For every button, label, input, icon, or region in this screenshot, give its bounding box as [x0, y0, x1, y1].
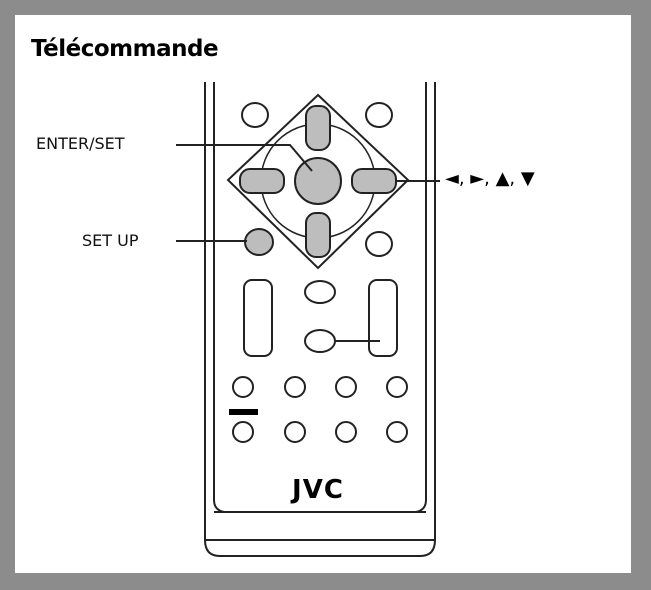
set-up-callout: SET UP [82, 231, 139, 250]
remote-inner-left-edge [213, 82, 225, 513]
enter-set-leader [176, 144, 313, 172]
brand-logo: JVC [290, 475, 344, 505]
left-rocker [243, 279, 273, 357]
lower-right-button [365, 231, 393, 257]
row2-button-2 [284, 421, 306, 443]
diagram-title: Télécommande [31, 36, 219, 62]
right-rocker [368, 279, 398, 357]
center-button-upper [304, 280, 336, 304]
row1-button-1 [232, 376, 254, 398]
row1-button-3 [335, 376, 357, 398]
row2-button-1 [232, 421, 254, 443]
row1-button-4 [386, 376, 408, 398]
right-key [351, 168, 397, 194]
up-key [305, 105, 331, 151]
top-right-button [365, 102, 393, 128]
row2-button-3 [335, 421, 357, 443]
down-key [305, 212, 331, 258]
row1-button-2 [284, 376, 306, 398]
enter-set-key [294, 157, 342, 205]
set-up-key [244, 228, 274, 256]
center-button-lower [304, 329, 336, 353]
arrow-keys-callout: ◄, ►, ▲, ▼ [445, 168, 535, 189]
remote-inner-right-edge [415, 82, 427, 513]
enter-set-callout: ENTER/SET [36, 134, 125, 153]
left-key [239, 168, 285, 194]
row2-button-4 [386, 421, 408, 443]
top-left-button [241, 102, 269, 128]
remote-body-outline [204, 82, 436, 557]
minus-bar-icon [229, 409, 258, 415]
